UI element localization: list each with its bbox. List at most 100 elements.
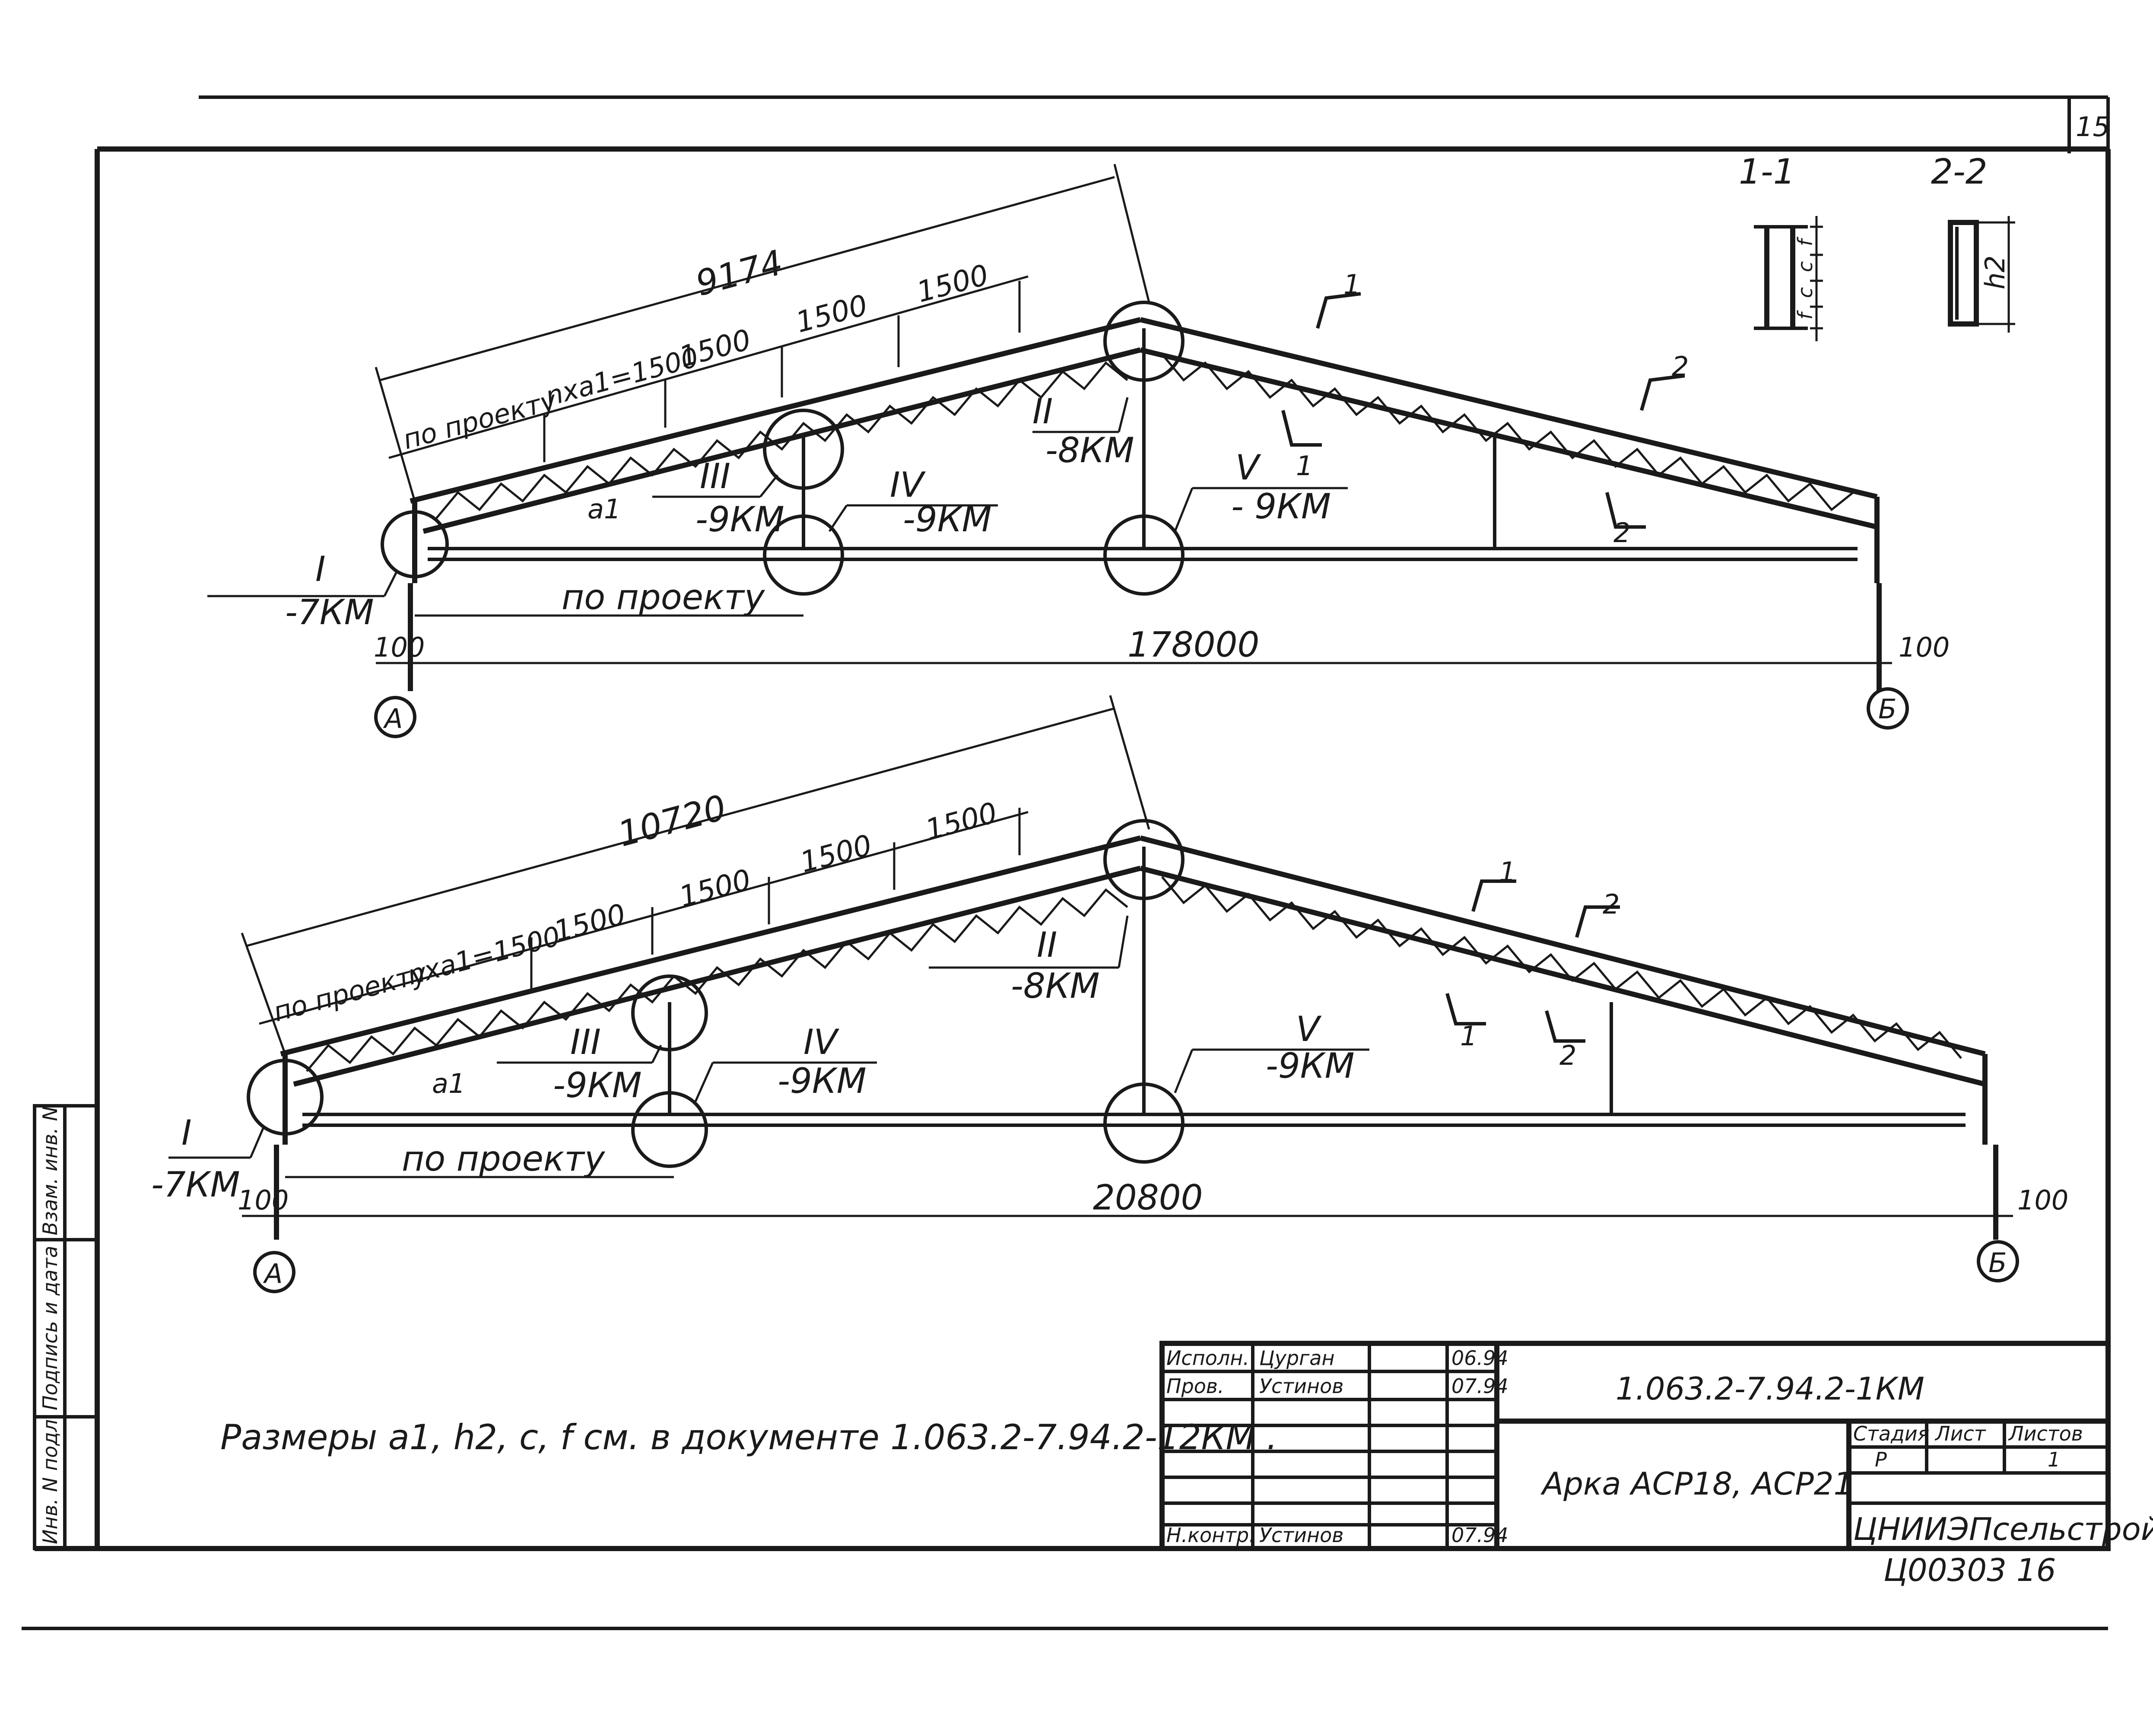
axis-a-marker-top	[374, 696, 416, 738]
dim-by-project-top-bottom: по проекту	[270, 956, 431, 1028]
axis-a-top: А	[383, 703, 403, 734]
stamp-col-inv: Инв. N подл.	[38, 1413, 62, 1544]
cut-2b-bottom: 2	[1559, 1040, 1576, 1071]
tb-date-3: 07.94	[1451, 1523, 1508, 1547]
dim-a1-top: a1	[587, 493, 621, 525]
dim-panel-var-top: nxa1=1500	[542, 341, 702, 413]
node-2-ref-top: -8КМ	[1045, 430, 1134, 470]
tb-stage-label: Стадия	[1853, 1422, 1929, 1445]
tb-archive: Ц00303 16	[1883, 1552, 2056, 1588]
dim-by-project-bottom-top: по проекту	[562, 577, 765, 617]
node-circle-v-top	[1103, 514, 1184, 596]
cut-2-bottom: 2	[1603, 889, 1620, 920]
cut-1b-bottom: 1	[1460, 1020, 1477, 1052]
node-2-label-top: II	[1032, 391, 1053, 432]
web-pattern-bottom-right	[1161, 876, 1962, 1059]
dim-edge-right-bottom: 100	[2017, 1184, 2068, 1216]
web-pattern-bottom-left	[306, 888, 1128, 1072]
node-circle-iv-bottom	[631, 1091, 708, 1168]
axis-b-bottom: Б	[1988, 1247, 2007, 1279]
node-4-label-bottom: IV	[803, 1022, 840, 1062]
axis-b-marker-top	[1867, 687, 1909, 730]
dim-span-top: 178000	[1127, 625, 1259, 665]
section-1-1: 1-1 f c c f	[1739, 152, 1823, 341]
title-block: Исполн. Цурган 06.94 Пров. Устинов 07.94…	[1159, 1341, 2153, 1588]
general-note: Размеры a1, h2, c, f см. в документе 1.0…	[220, 1417, 1277, 1457]
stamp-col-sign: Подпись и дата	[38, 1246, 62, 1410]
dim-span-bottom: 20800	[1093, 1177, 1203, 1218]
section-2-2-label: 2-2	[1931, 152, 1988, 192]
tb-sheets: 1	[2048, 1448, 2060, 1471]
node-circle-v-bottom	[1103, 1082, 1184, 1164]
node-1-ref-bottom: -7КМ	[151, 1165, 240, 1205]
dim-panel-bottom-4: 1500	[922, 796, 1000, 847]
tb-stage: Р	[1875, 1448, 1887, 1471]
tb-role-1: Исполн.	[1166, 1346, 1249, 1370]
cut-1-bottom: 1	[1499, 856, 1516, 888]
node-circle-i-bottom	[247, 1059, 324, 1136]
axis-b-top: Б	[1878, 693, 1897, 725]
tb-date-1: 06.94	[1451, 1346, 1508, 1370]
dim-slope-bottom: 10720	[614, 787, 730, 855]
tb-name-3: Устинов	[1259, 1523, 1343, 1547]
dim-edge-right-top: 100	[1899, 632, 1950, 663]
dim-edge-left-top: 100	[374, 632, 425, 663]
tb-org: ЦНИИЭПсельстрой	[1853, 1511, 2153, 1547]
node-circle-iii-bottom	[631, 974, 708, 1051]
dim-panel-bottom-3: 1500	[797, 828, 875, 879]
axis-b-marker-bottom	[1977, 1240, 2019, 1282]
section-f-label: f	[1794, 310, 1817, 320]
node-5-ref-top: - 9КМ	[1231, 486, 1331, 527]
tb-sheets-label: Листов	[2008, 1422, 2083, 1445]
node-3-ref-bottom: -9КМ	[553, 1065, 642, 1105]
node-3-label-bottom: III	[570, 1022, 601, 1062]
dim-slope-top: 9174	[692, 242, 787, 304]
dim-panel-bottom-2: 1500	[676, 863, 754, 914]
node-3-ref-top: -9КМ	[695, 499, 784, 540]
web-pattern-top-left	[435, 361, 1128, 519]
section-1-1-label: 1-1	[1739, 152, 1795, 192]
truss-bottom: 10720 1500 1500 1500 1500 nxa1=1500 по п…	[151, 695, 2068, 1293]
node-1-ref-top: -7КМ	[285, 592, 374, 632]
node-circle-iv-top	[763, 514, 844, 596]
tb-name-1: Цурган	[1259, 1346, 1335, 1370]
node-4-ref-bottom: -9КМ	[778, 1061, 867, 1101]
dim-a1-bottom: a1	[432, 1068, 465, 1099]
node-3-label-top: III	[700, 456, 730, 496]
stamp-col-replace: Взам. инв. N	[38, 1106, 62, 1235]
cut-2b-top: 2	[1613, 517, 1630, 549]
node-4-ref-top: -9КМ	[903, 499, 992, 540]
axis-a-bottom: А	[263, 1258, 283, 1289]
dim-panel-bottom-1: 1500	[550, 898, 629, 949]
cut-1-top: 1	[1343, 269, 1360, 300]
dim-by-project-bottom-bottom: по проекту	[402, 1139, 606, 1179]
section-c2-label: c	[1794, 261, 1817, 272]
tb-name-2: Устинов	[1259, 1374, 1343, 1398]
section-2-2: 2-2 h2	[1931, 152, 2015, 333]
tb-sheet-label: Лист	[1934, 1422, 1986, 1445]
tb-role-3: Н.контр.	[1166, 1523, 1255, 1547]
node-4-label-top: IV	[890, 465, 926, 505]
section-f2-label: f	[1794, 237, 1817, 246]
tb-title: Арка АСР18, АСР21	[1540, 1466, 1853, 1502]
side-stamp: Инв. N подл. Подпись и дата Взам. инв. N	[33, 1104, 99, 1550]
cut-1b-top: 1	[1296, 450, 1313, 482]
axis-a-marker-bottom	[253, 1251, 295, 1293]
truss-top: 9174 1500 1500 1500 nxa1=1500 по проекту…	[207, 164, 1950, 738]
sheet-frame: 15	[22, 95, 2111, 1630]
node-5-label-top: V	[1235, 447, 1261, 488]
node-circle-ii-bottom	[1103, 819, 1184, 900]
node-circle-i-top	[381, 510, 449, 578]
tb-doc-code: 1.063.2-7.94.2-1КМ	[1616, 1371, 1924, 1407]
web-pattern-top-right	[1161, 353, 1854, 511]
node-circle-iii-top	[763, 409, 844, 490]
tb-role-2: Пров.	[1166, 1374, 1224, 1398]
sheet-number: 15	[2076, 111, 2110, 143]
node-5-label-bottom: V	[1296, 1009, 1322, 1049]
node-1-label-top: I	[315, 549, 326, 589]
section-h2-label: h2	[1979, 255, 2011, 289]
node-1-label-bottom: I	[181, 1113, 192, 1153]
section-c1-label: c	[1794, 287, 1817, 298]
dim-edge-left-bottom: 100	[238, 1184, 289, 1216]
node-circle-ii-top	[1103, 301, 1184, 382]
